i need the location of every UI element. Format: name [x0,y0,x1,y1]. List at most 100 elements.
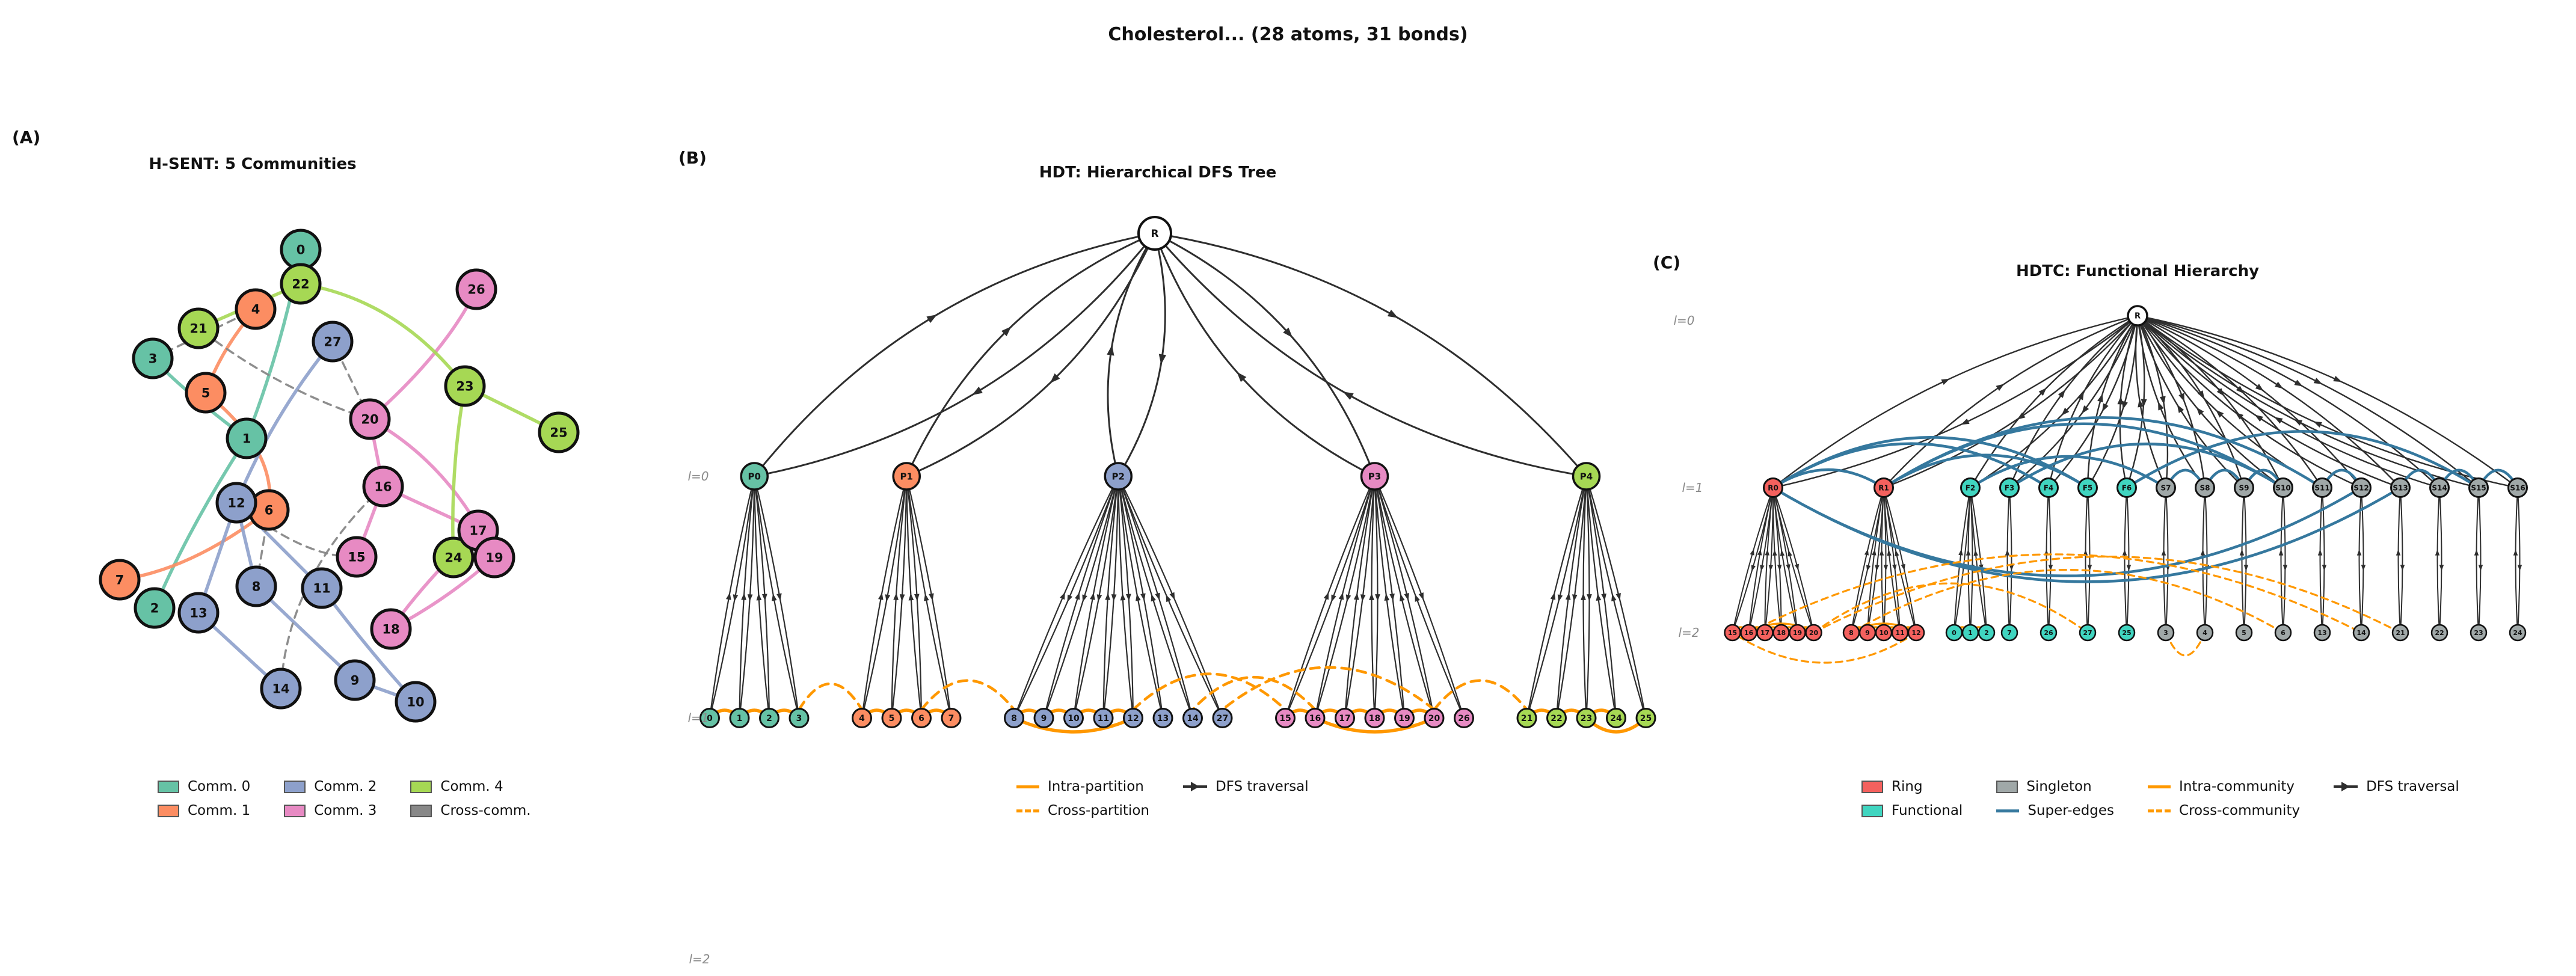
svg-text:R1: R1 [1878,483,1889,492]
dfs-arrowhead [1120,593,1126,601]
svg-text:12: 12 [227,496,245,511]
dfs-arrowhead [1369,593,1374,600]
c-leaf-19: 19 [1789,624,1806,642]
c-leaf-4: 4 [2196,624,2214,642]
main-title: Cholesterol... (28 atoms, 31 bonds) [1108,24,1468,45]
c-cross-arc [1812,556,2402,634]
a-edge-22-23 [299,282,467,388]
svg-text:27: 27 [1217,714,1228,723]
b-dfs-up [1107,232,1156,477]
b-leaf-4: 4 [852,708,872,728]
svg-text:19: 19 [1398,714,1410,723]
dfs-arrowhead [1768,565,1774,571]
svg-text:22: 22 [2435,629,2444,637]
b-cross-arc [798,683,864,711]
c-leaf-24: 24 [2509,624,2527,642]
b-root: R [1137,216,1172,251]
dfs-arrowhead [1601,593,1606,601]
dfs-arrowhead [1895,550,1899,557]
dfs-arrowhead [2294,379,2303,387]
svg-text:8: 8 [252,580,261,594]
b-leaf-3: 3 [788,708,810,728]
a-node-1: 1 [226,417,268,459]
dfs-arrowhead [2082,405,2089,414]
b-partition-P2: P2 [1104,462,1133,491]
dfs-arrowhead [2097,393,2103,403]
dfs-arrowhead [2141,399,2147,408]
c-dfs-leaf-up [2436,487,2440,633]
c-dfs-leaf-up [2358,487,2362,633]
c-cross-arc [1812,582,2089,634]
panel-c-level-label: l=1 [1682,480,1703,495]
b-leaf-5: 5 [881,708,902,728]
dfs-arrowhead [772,594,777,601]
c-super-edge [1771,486,2402,583]
dfs-arrowhead [2061,407,2070,416]
b-leaf-23: 23 [1576,708,1597,728]
a-node-2: 2 [134,587,176,629]
c-super-edge [2008,443,2285,490]
dfs-arrowhead [1587,594,1592,601]
b-leaf-16: 16 [1305,708,1326,728]
b-cross-arc [1433,679,1528,711]
dfs-arrowhead [2235,412,2244,420]
svg-text:17: 17 [469,524,487,538]
b-dfs-down [1117,232,1166,477]
svg-text:3: 3 [796,714,802,723]
svg-text:S11: S11 [2314,483,2329,492]
c-leaf-16: 16 [1740,624,1757,642]
svg-text:25: 25 [1640,714,1652,723]
c-leaf-5: 5 [2235,624,2253,642]
panel-c-legend-item: DFS traversal [2334,779,2459,794]
dfs-arrowhead [2317,549,2323,556]
panel-a-legend-item: Comm. 4 [410,779,530,794]
dfs-arrowhead [2083,549,2088,556]
dfs-arrowhead [741,592,746,600]
dfs-arrowhead [1879,549,1884,556]
b-cross-arc [1221,666,1436,711]
c-group-F4: F4 [2038,477,2059,498]
dfs-arrowhead [1996,384,2005,391]
dfs-arrowhead [885,594,891,602]
svg-text:19: 19 [485,551,503,565]
svg-text:P2: P2 [1112,471,1125,482]
b-leaf-22: 22 [1546,708,1567,728]
panel-c-legend-swatch-dash [2148,809,2171,812]
dfs-arrowhead [1158,354,1167,365]
dfs-arrowhead [1596,593,1602,601]
dfs-arrowhead [1794,563,1799,571]
panel-a-legend-swatch-box [284,804,306,817]
svg-text:F6: F6 [2122,483,2132,492]
a-edge-20-21 [197,327,371,420]
svg-text:20: 20 [1428,714,1440,723]
c-dfs-leaf-up [2163,487,2166,633]
panel-b-legend-label: Intra-partition [1048,779,1144,794]
panel-c-legend-label: Super-edges [2027,803,2115,818]
c-dfs-leaf-down [2361,487,2364,633]
dfs-arrowhead [1384,593,1390,601]
panel-c-level-label: l=0 [1673,313,1695,328]
svg-text:17: 17 [1760,629,1769,637]
b-dfs-leaf-up [739,475,755,719]
dfs-arrowhead [1611,594,1617,601]
dfs-arrowhead [733,594,739,602]
b-leaf-19: 19 [1394,708,1415,728]
c-leaf-9: 9 [1858,624,1877,642]
dfs-arrowhead [1572,594,1578,602]
svg-text:5: 5 [889,714,895,723]
b-partition-P0: P0 [740,462,769,491]
b-leaf-1: 1 [729,708,750,728]
svg-text:13: 13 [1157,714,1169,723]
b-dfs-leaf-up [891,475,908,719]
panel-a-legend-item: Comm. 0 [158,779,250,794]
a-node-27: 27 [312,321,354,363]
b-leaf-21: 21 [1516,708,1537,728]
c-dfs-leaf-up [1883,487,1901,633]
dfs-arrowhead [1866,565,1871,572]
dfs-arrowhead [2216,388,2225,396]
dfs-arrowhead [1283,327,1293,338]
a-node-16: 16 [362,465,404,508]
svg-text:2: 2 [150,601,159,616]
b-dfs-leaf-up [906,475,923,719]
dfs-arrowhead [1155,592,1160,601]
